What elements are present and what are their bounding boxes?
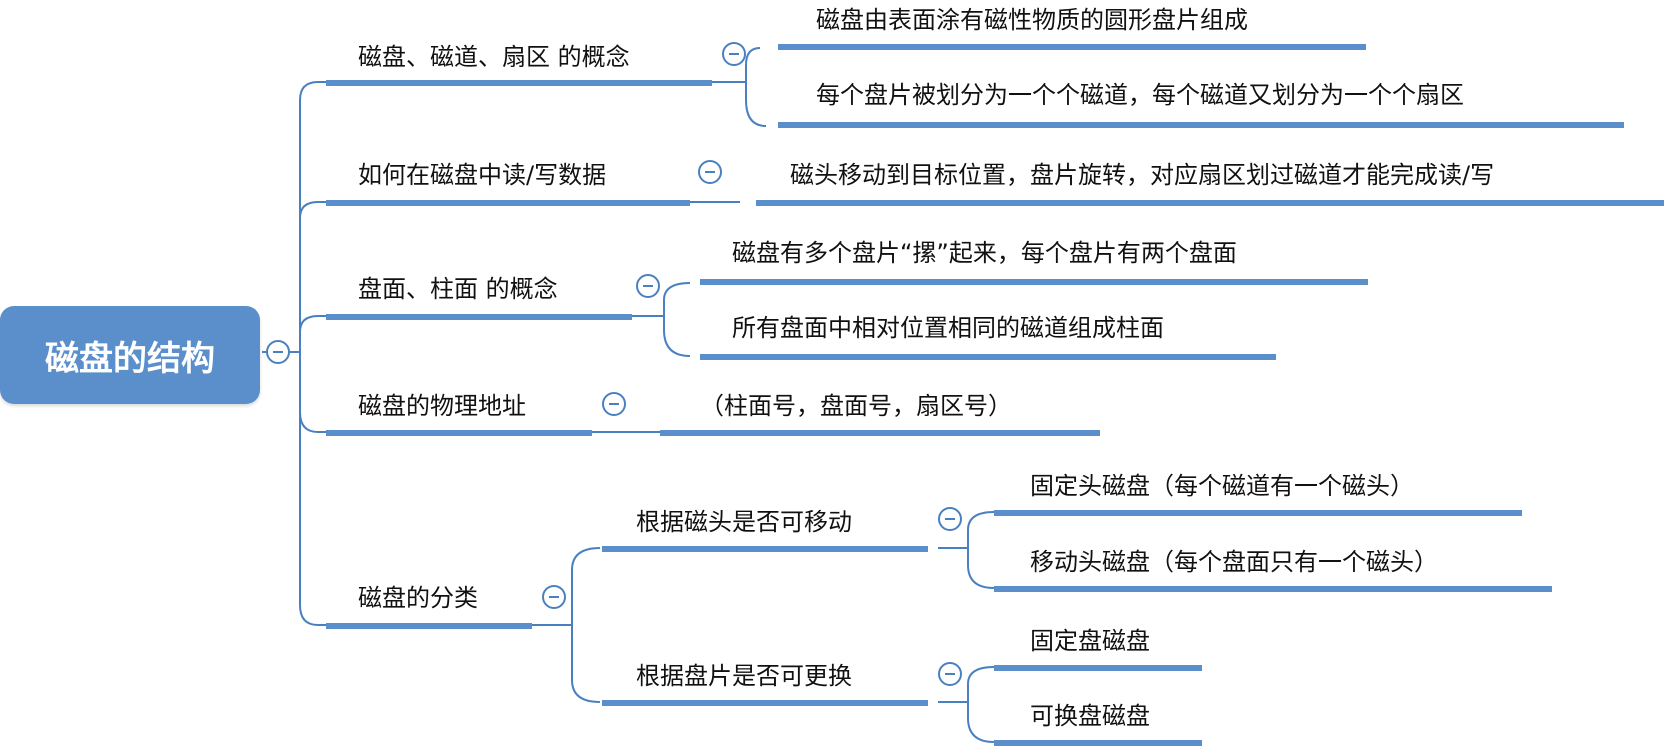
leaf-label: 磁盘由表面涂有磁性物质的圆形盘片组成 bbox=[816, 6, 1248, 34]
branch-label: 如何在磁盘中读/写数据 bbox=[358, 161, 607, 189]
root-node[interactable]: 磁盘的结构 bbox=[0, 306, 260, 404]
branch-label: 盘面、柱面 的概念 bbox=[358, 275, 558, 303]
leaf-underline bbox=[660, 430, 1100, 436]
sub-branch-label: 根据盘片是否可更换 bbox=[636, 662, 852, 690]
leaf-label: 每个盘片被划分为一个个磁道，每个磁道又划分为一个个扇区 bbox=[816, 81, 1464, 109]
leaf-underline bbox=[756, 200, 1664, 206]
sub-branch-label: 根据磁头是否可移动 bbox=[636, 508, 852, 536]
branch-underline bbox=[326, 200, 690, 206]
leaf-underline bbox=[700, 279, 1368, 285]
sub-branch-underline bbox=[602, 546, 928, 552]
leaf-label: 固定盘磁盘 bbox=[1030, 627, 1150, 655]
leaf-underline bbox=[778, 44, 1366, 50]
collapse-toggle-icon[interactable] bbox=[698, 160, 722, 184]
leaf-label: 所有盘面中相对位置相同的磁道组成柱面 bbox=[732, 314, 1164, 342]
leaf-underline bbox=[700, 354, 1276, 360]
leaf-label: 磁盘有多个盘片“摞”起来，每个盘片有两个盘面 bbox=[732, 239, 1237, 267]
collapse-toggle-icon[interactable] bbox=[938, 507, 962, 531]
collapse-toggle-icon[interactable] bbox=[722, 42, 746, 66]
branch-label: 磁盘的物理地址 bbox=[358, 392, 526, 420]
leaf-underline bbox=[994, 740, 1202, 746]
branch-label: 磁盘、磁道、扇区 的概念 bbox=[358, 43, 630, 71]
leaf-underline bbox=[778, 122, 1624, 128]
branch-label: 磁盘的分类 bbox=[358, 584, 478, 612]
leaf-label: 固定头磁盘（每个磁道有一个磁头） bbox=[1030, 472, 1414, 500]
leaf-underline bbox=[994, 665, 1202, 671]
leaf-label: 移动头磁盘（每个盘面只有一个磁头） bbox=[1030, 548, 1438, 576]
leaf-underline bbox=[994, 586, 1552, 592]
leaf-label: （柱面号，盘面号，扇区号） bbox=[700, 392, 1012, 420]
leaf-underline bbox=[994, 510, 1522, 516]
collapse-toggle-icon[interactable] bbox=[542, 585, 566, 609]
leaf-label: 磁头移动到目标位置，盘片旋转，对应扇区划过磁道才能完成读/写 bbox=[790, 161, 1495, 189]
root-label: 磁盘的结构 bbox=[45, 338, 215, 379]
collapse-toggle-icon[interactable] bbox=[636, 274, 660, 298]
branch-underline bbox=[326, 314, 632, 320]
leaf-label: 可换盘磁盘 bbox=[1030, 702, 1150, 730]
collapse-toggle-icon[interactable] bbox=[266, 340, 290, 364]
branch-underline bbox=[326, 80, 712, 86]
branch-underline bbox=[326, 430, 592, 436]
collapse-toggle-icon[interactable] bbox=[938, 662, 962, 686]
branch-underline bbox=[326, 623, 532, 629]
collapse-toggle-icon[interactable] bbox=[602, 392, 626, 416]
sub-branch-underline bbox=[602, 700, 928, 706]
